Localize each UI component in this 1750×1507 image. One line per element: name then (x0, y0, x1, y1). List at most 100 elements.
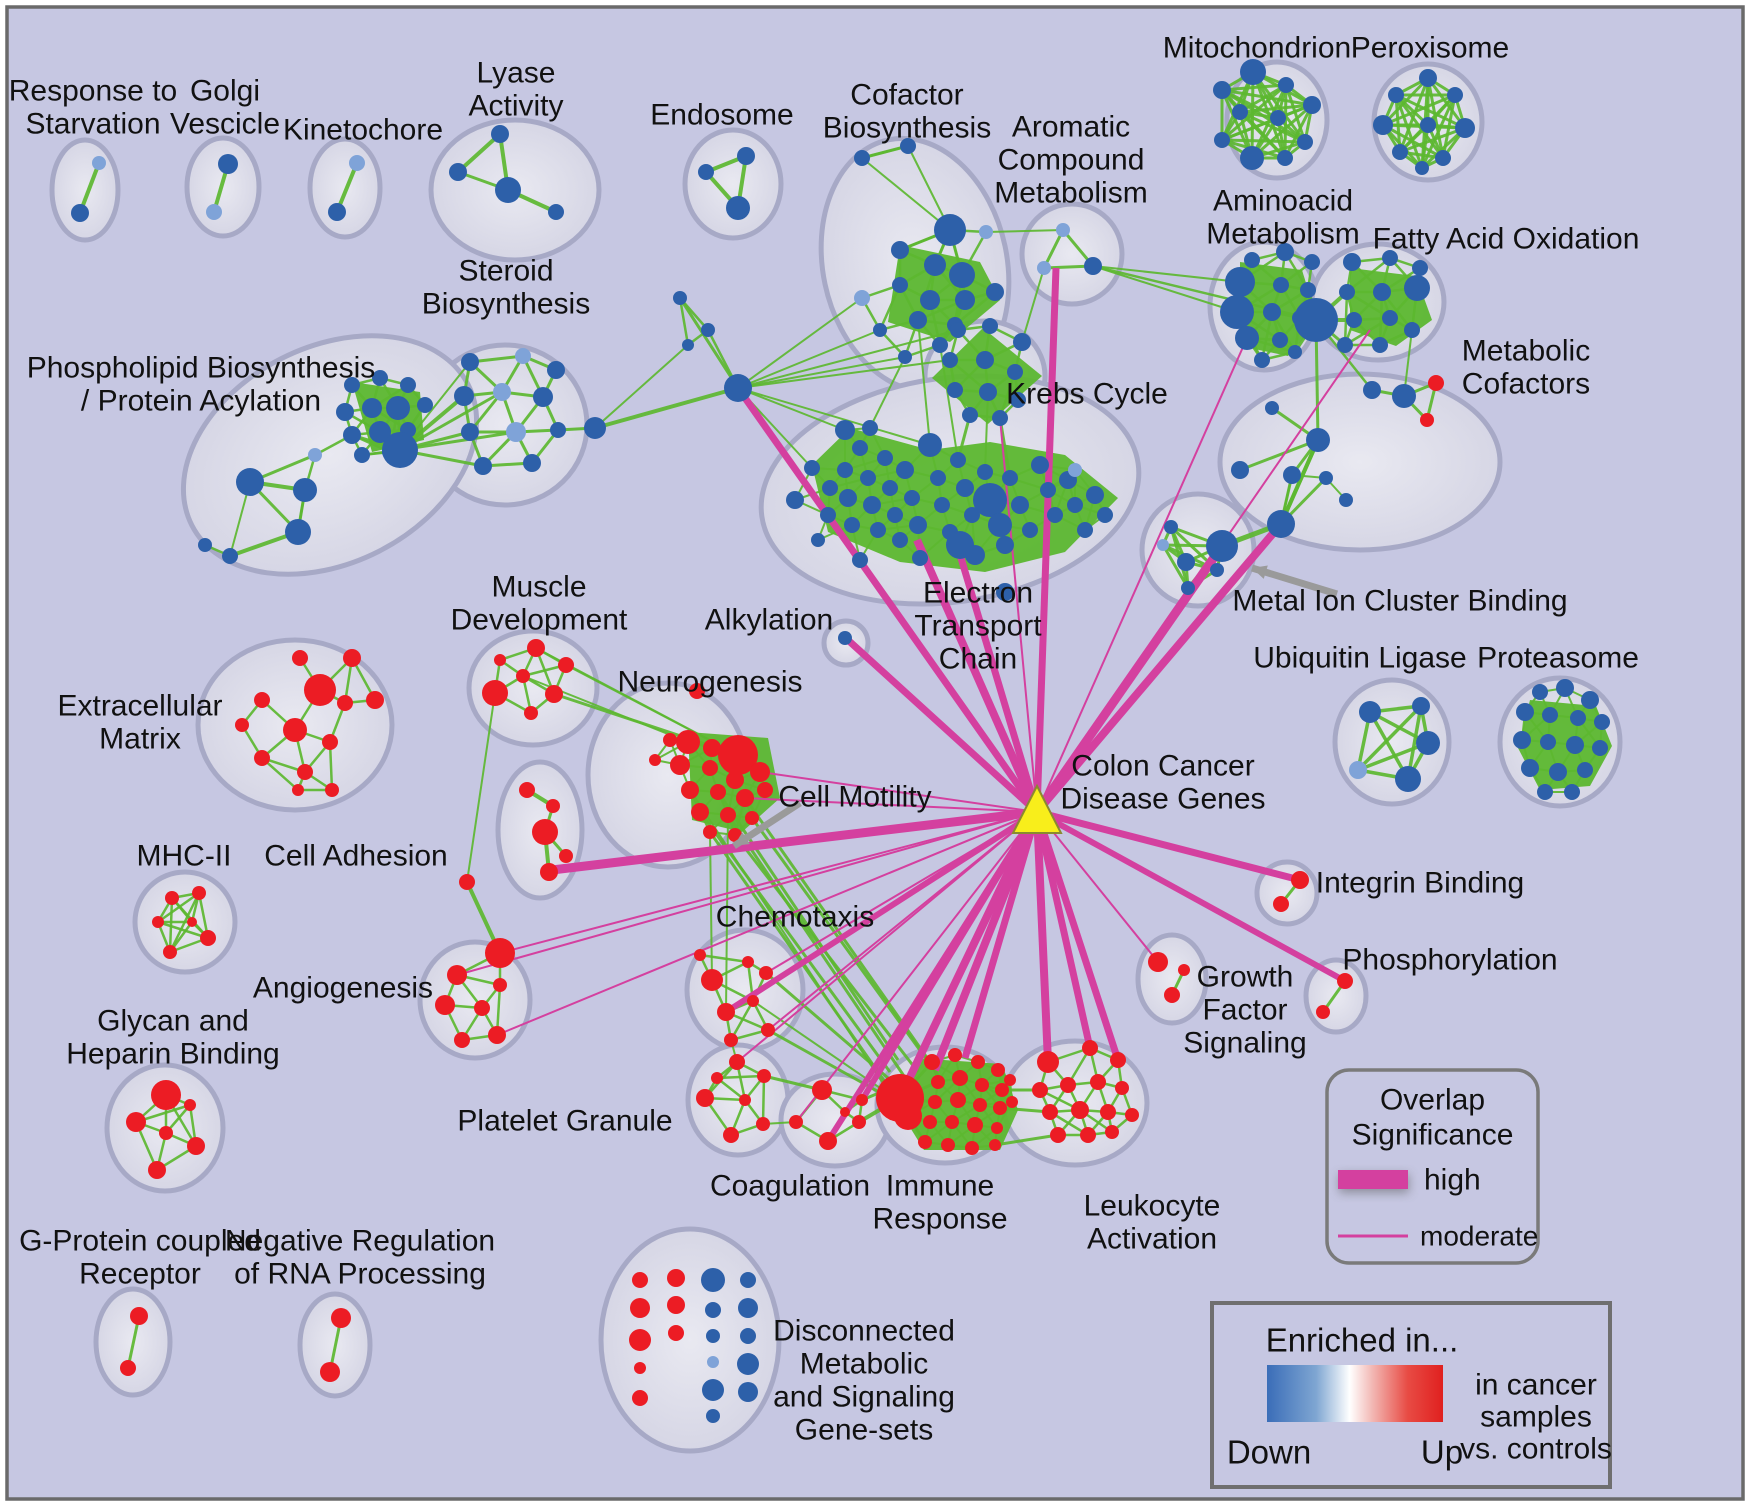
enriched-gradient-bar (1267, 1365, 1443, 1422)
edge-green (1395, 93, 1466, 130)
gene-set-node (1577, 762, 1593, 778)
label-cell-motility: Cell Motility (778, 781, 931, 814)
label-line: Signaling (1183, 1027, 1306, 1060)
gene-set-node (949, 262, 975, 288)
gene-set-node (1277, 150, 1293, 166)
gene-set-node (527, 639, 545, 657)
label-line: Metabolic (1462, 335, 1590, 368)
edge-pink-high (1033, 811, 1094, 1049)
gene-set-node (1594, 714, 1610, 730)
gene-set-node (1031, 456, 1049, 474)
gene-set-node (854, 290, 870, 306)
gene-set-node (1232, 104, 1248, 120)
edge-pink-high (1033, 267, 1060, 813)
edge-green (737, 356, 906, 389)
edge-green (1381, 76, 1430, 127)
edge-green (737, 387, 931, 446)
edge-green (1092, 265, 1238, 313)
gene-set-node (1013, 333, 1031, 351)
label-line: Activation (1087, 1223, 1217, 1256)
gene-set-node (1090, 1074, 1106, 1090)
label-line: Fatty Acid Oxidation (1373, 223, 1640, 256)
edge-green (1161, 544, 1190, 589)
gene-set-node (1404, 275, 1430, 301)
gene-set-node (736, 789, 754, 807)
gene-set-node (757, 1069, 771, 1083)
gene-set-node (308, 448, 322, 462)
edge-green (1398, 77, 1430, 153)
gene-set-node (1178, 964, 1190, 976)
gene-set-node (1042, 1104, 1058, 1120)
gene-set-node (1077, 522, 1093, 538)
edge-pink-moderate (795, 811, 1038, 1123)
gene-set-node (198, 538, 212, 552)
gene-set-node (737, 1353, 759, 1375)
gene-set-node (995, 1083, 1009, 1097)
gene-set-node (701, 969, 723, 991)
gene-set-node (120, 1360, 136, 1376)
gene-set-node (707, 1356, 719, 1368)
edge-green (678, 297, 740, 389)
label-krebs-cycle: Krebs Cycle (1006, 378, 1168, 411)
gene-set-node (856, 1094, 868, 1106)
edge-green (399, 430, 517, 452)
gene-set-node (1549, 763, 1567, 781)
gene-set-node (1273, 277, 1289, 293)
gene-set-node (320, 1362, 340, 1382)
label-line: G-Protein coupled (19, 1225, 261, 1258)
edge-green (1356, 704, 1423, 772)
gene-set-node (923, 1115, 937, 1129)
edge-green (999, 1106, 1051, 1114)
gene-set-node (920, 290, 940, 310)
gene-set-node (506, 422, 526, 442)
gene-set-node (494, 654, 506, 666)
label-line: Metabolism (1206, 218, 1359, 251)
gene-set-node (1373, 283, 1391, 301)
gene-set-node (909, 311, 927, 329)
gene-set-node (159, 1126, 173, 1140)
gene-set-node (962, 407, 978, 423)
label-kinetochore: Kinetochore (283, 114, 443, 147)
gene-set-node (711, 1072, 723, 1084)
gene-set-node (336, 403, 354, 421)
gene-set-node (322, 734, 338, 750)
gene-set-node (343, 649, 361, 667)
label-line: MHC-II (137, 840, 232, 873)
edge-pink-high (961, 811, 1041, 1059)
gene-set-node (896, 461, 914, 479)
gene-set-node (738, 1382, 758, 1402)
label-metal-ion-cluster-binding: Metal Ion Cluster Binding (1232, 585, 1567, 618)
gene-set-node (924, 1054, 940, 1070)
edge-green (1021, 267, 1045, 343)
gene-set-node (1097, 507, 1113, 523)
edge-green (689, 789, 885, 1086)
edge-pink-moderate (456, 811, 1038, 976)
label-line: Development (451, 604, 628, 637)
gene-set-node (1273, 896, 1289, 912)
gene-set-node (710, 784, 726, 800)
edge-pink-high (735, 385, 1040, 815)
gene-set-node (918, 1135, 932, 1149)
label-integrin-binding: Integrin Binding (1316, 867, 1524, 900)
label-line: Aminoacid (1213, 185, 1353, 218)
metal-ion-arrow (1250, 564, 1339, 598)
gene-set-node (1068, 463, 1082, 477)
gene-set-node (184, 1099, 196, 1111)
edge-green (261, 757, 299, 791)
label-line: Glycan and (97, 1005, 249, 1038)
gene-set-node (1244, 252, 1260, 268)
gene-set-node (681, 781, 699, 799)
gene-set-node (717, 1003, 735, 1021)
gene-set-node (724, 1033, 738, 1047)
edge-green (678, 297, 690, 346)
gene-set-node (1395, 766, 1421, 792)
edge-green (698, 811, 892, 1073)
gene-set-node (546, 799, 560, 813)
gene-set-node (292, 784, 304, 796)
